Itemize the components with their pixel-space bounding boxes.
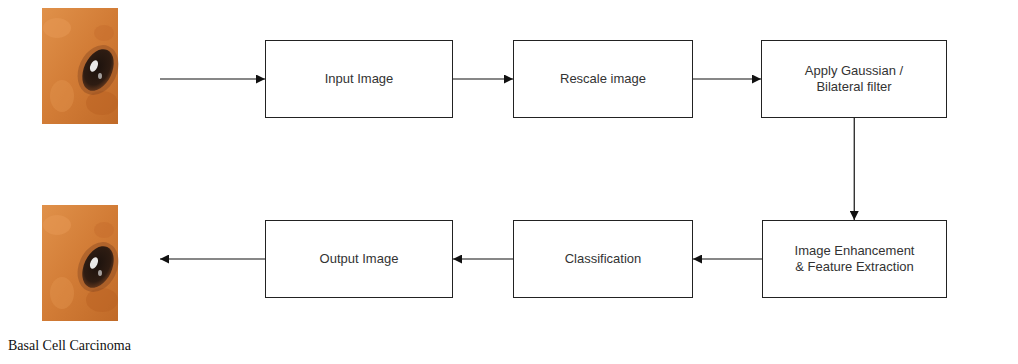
box-label: Apply Gaussian / Bilateral filter <box>789 63 919 95</box>
box-label: Output Image <box>320 251 399 267</box>
flow-arrow <box>453 258 513 259</box>
box-label: Input Image <box>325 71 394 87</box>
flow-arrow <box>693 78 761 79</box>
process-box: Output Image <box>265 220 453 298</box>
lesion-image <box>42 205 126 321</box>
flow-arrow <box>693 258 762 259</box>
flow-arrow <box>854 118 855 220</box>
process-box: Input Image <box>265 40 453 118</box>
box-label: Classification <box>565 251 642 267</box>
lesion-image <box>42 8 126 124</box>
output-arrow <box>160 258 265 259</box>
process-box: Image Enhancement & Feature Extraction <box>762 220 947 298</box>
flow-arrow <box>453 78 513 79</box>
process-box: Apply Gaussian / Bilateral filter <box>761 40 947 118</box>
process-box: Classification <box>513 220 693 298</box>
image-caption: Basal Cell Carcinoma <box>8 338 131 354</box>
box-label: Image Enhancement & Feature Extraction <box>790 243 920 275</box>
box-label: Rescale image <box>560 71 646 87</box>
process-box: Rescale image <box>513 40 693 118</box>
input-arrow <box>160 78 265 79</box>
